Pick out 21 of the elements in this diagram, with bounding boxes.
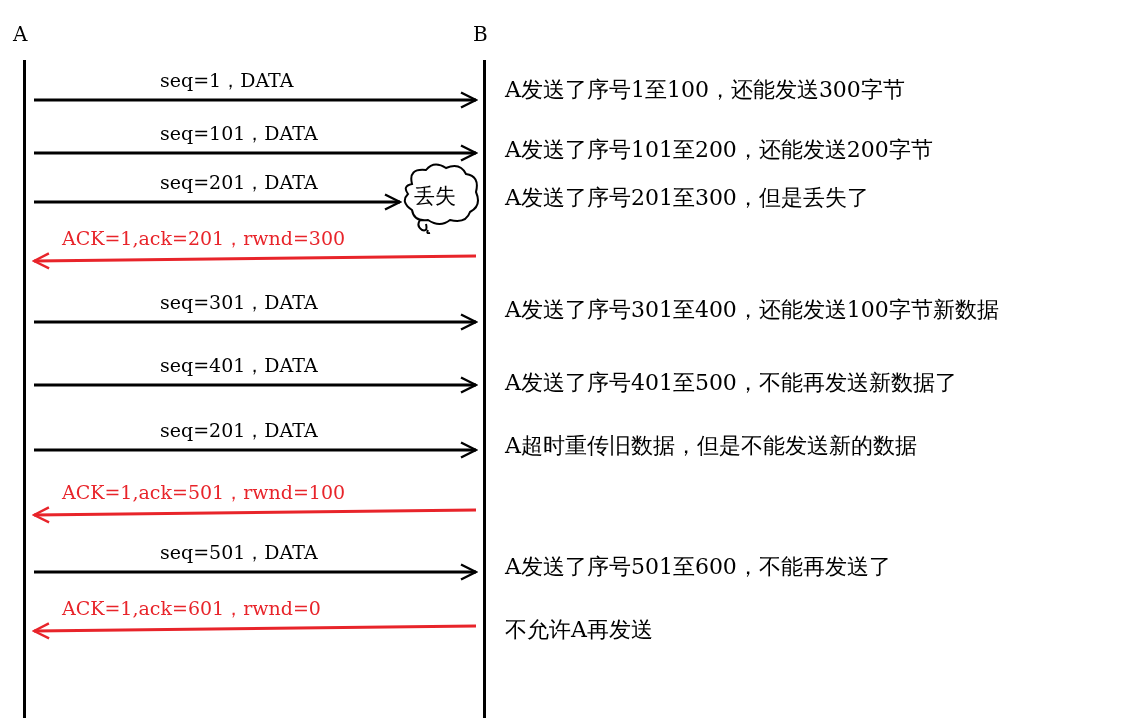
message-arrow [34,193,402,211]
note-text: A超时重传旧数据，但是不能发送新的数据 [505,433,917,459]
message-arrow [34,441,478,459]
message-arrow [34,376,478,394]
note-text: A发送了序号1至100，还能发送300字节 [505,77,905,103]
note-text: A发送了序号401至500，不能再发送新数据了 [505,370,957,396]
note-text: A发送了序号201至300，但是丢失了 [505,185,869,211]
message-arrow [32,622,476,640]
note-text: 不允许A再发送 [505,617,653,643]
message-arrow [34,313,478,331]
message-arrow [32,506,476,524]
message-arrow [34,563,478,581]
note-text: A发送了序号101至200，还能发送200字节 [505,137,933,163]
lifeline-label: A [13,22,28,46]
message-arrow [32,252,476,270]
note-text: A发送了序号501至600，不能再发送了 [505,554,891,580]
message-arrow [34,91,478,109]
note-text: A发送了序号301至400，还能发送100字节新数据 [505,297,999,323]
message-arrow [34,144,478,162]
loss-label: 丢失 [414,183,456,210]
lifeline-label: B [473,22,488,46]
